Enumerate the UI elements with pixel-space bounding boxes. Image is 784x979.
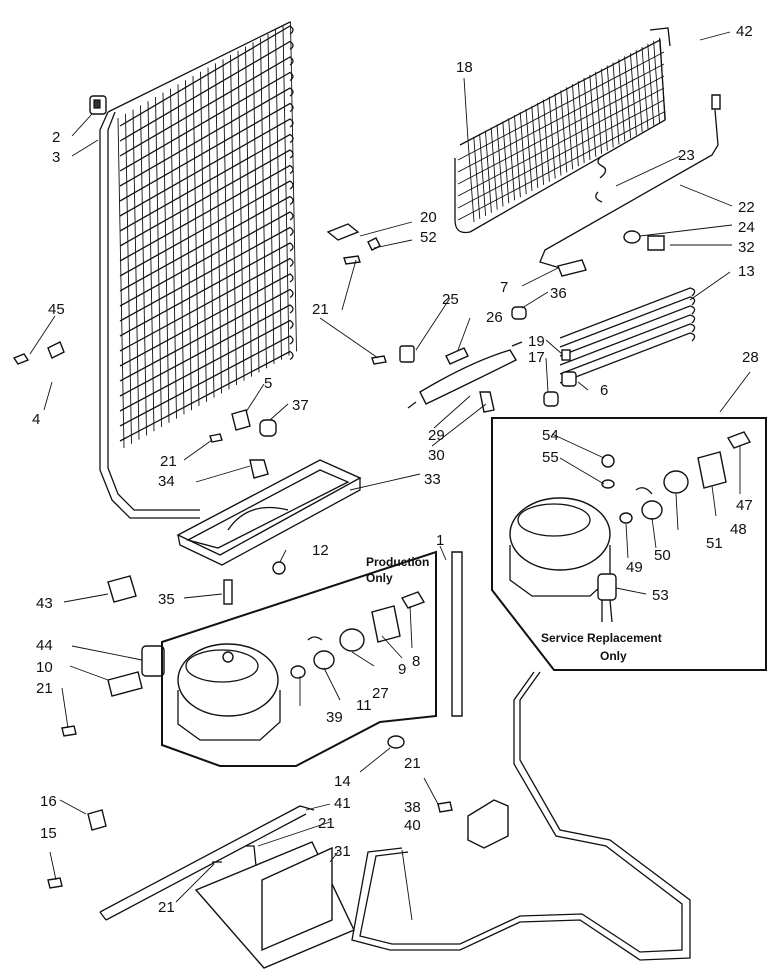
- callout-51: 51: [706, 535, 723, 552]
- callout-38: 38: [404, 799, 421, 816]
- callout-36: 36: [550, 285, 567, 302]
- callout-9: 9: [398, 661, 406, 678]
- callout-18: 18: [456, 59, 473, 76]
- clip-part-16: [47, 809, 107, 889]
- evaporator-coil: [454, 27, 671, 234]
- condenser-coil: [99, 21, 297, 519]
- callout-20: 20: [420, 209, 437, 226]
- callout-21-e: 21: [318, 815, 335, 832]
- capacitor-part-44: [61, 645, 165, 737]
- callout-7: 7: [500, 279, 508, 296]
- callout-22: 22: [738, 199, 755, 216]
- callout-14: 14: [334, 773, 351, 790]
- callout-16: 16: [40, 793, 57, 810]
- bracket-part-20: [326, 223, 381, 265]
- grommet-part-12: [223, 561, 286, 605]
- callout-32: 32: [738, 239, 755, 256]
- valve-part-6: [543, 349, 577, 407]
- tube-end-part-22: [711, 94, 721, 110]
- production-only-label-line2: Only: [366, 571, 393, 585]
- callout-6: 6: [600, 382, 608, 399]
- callout-8: 8: [412, 653, 420, 670]
- drier-part-29: [371, 341, 523, 413]
- callout-21-d: 21: [404, 755, 421, 772]
- callout-21-c: 21: [36, 680, 53, 697]
- callout-25: 25: [442, 291, 459, 308]
- callout-39: 39: [326, 709, 343, 726]
- production-only-label-line1: Production: [366, 555, 429, 569]
- callout-35: 35: [158, 591, 175, 608]
- service-replacement-box: [491, 417, 767, 671]
- tube-part-22: [539, 109, 719, 269]
- callout-23: 23: [678, 147, 695, 164]
- callout-30: 30: [428, 447, 445, 464]
- terminal-block-part-38: [437, 799, 509, 849]
- callout-21-f: 21: [158, 899, 175, 916]
- strap-part-41: [99, 805, 315, 921]
- callout-1: 1: [436, 532, 444, 549]
- callout-49: 49: [626, 559, 643, 576]
- callout-52: 52: [420, 229, 437, 246]
- drain-pan-part-33: [176, 459, 362, 566]
- callout-31: 31: [334, 843, 351, 860]
- callout-21-b: 21: [160, 453, 177, 470]
- callout-47: 47: [736, 497, 753, 514]
- grommet-part-14: [387, 735, 405, 749]
- callout-11: 11: [356, 697, 372, 714]
- callout-53: 53: [652, 587, 669, 604]
- callout-55: 55: [542, 449, 559, 466]
- grommet-part-24: [623, 230, 665, 251]
- callout-29: 29: [428, 427, 445, 444]
- callout-54: 54: [542, 427, 559, 444]
- callout-12: 12: [312, 542, 329, 559]
- leader-lines: [29, 31, 751, 921]
- callout-50: 50: [654, 547, 671, 564]
- callout-27: 27: [372, 685, 389, 702]
- tube-part-1: [451, 551, 463, 717]
- callout-48: 48: [730, 521, 747, 538]
- heater-part-13: [559, 287, 696, 384]
- callout-26: 26: [486, 309, 503, 326]
- callout-44: 44: [36, 637, 53, 654]
- service-replacement-label-line1: Service Replacement: [541, 631, 662, 645]
- callout-labels: 1 2 3 4 5 6 7 8 9 10 11 12 13 14 15 16 1…: [32, 23, 759, 916]
- callout-5: 5: [264, 375, 272, 392]
- callout-17: 17: [528, 349, 545, 366]
- service-replacement-label-line2: Only: [600, 649, 627, 663]
- callout-40: 40: [404, 817, 421, 834]
- callout-28: 28: [742, 349, 759, 366]
- screw-part-45: [12, 341, 65, 365]
- clip-part-7: [511, 259, 587, 320]
- callout-21-a: 21: [312, 301, 329, 318]
- relay-part-43: [107, 575, 137, 603]
- production-only-box: [161, 550, 437, 767]
- callout-2: 2: [52, 129, 60, 146]
- tube-part-40-inner: [359, 671, 683, 953]
- callout-19: 19: [528, 333, 545, 350]
- callout-37: 37: [292, 397, 309, 414]
- callout-15: 15: [40, 825, 57, 842]
- callout-45: 45: [48, 301, 65, 318]
- callout-42: 42: [736, 23, 753, 40]
- tube-part-40: [351, 671, 691, 961]
- callout-24: 24: [738, 219, 755, 236]
- callout-41: 41: [334, 795, 351, 812]
- base-plate-part-31: [194, 841, 355, 969]
- callout-10: 10: [36, 659, 53, 676]
- callout-34: 34: [158, 473, 175, 490]
- callout-3: 3: [52, 149, 60, 166]
- callout-4: 4: [32, 411, 40, 428]
- callout-33: 33: [424, 471, 441, 488]
- callout-43: 43: [36, 595, 53, 612]
- bracket-part-5: [209, 409, 277, 443]
- callout-13: 13: [738, 263, 755, 280]
- clip-part-2: [89, 95, 107, 115]
- wire-part-23: [595, 155, 607, 203]
